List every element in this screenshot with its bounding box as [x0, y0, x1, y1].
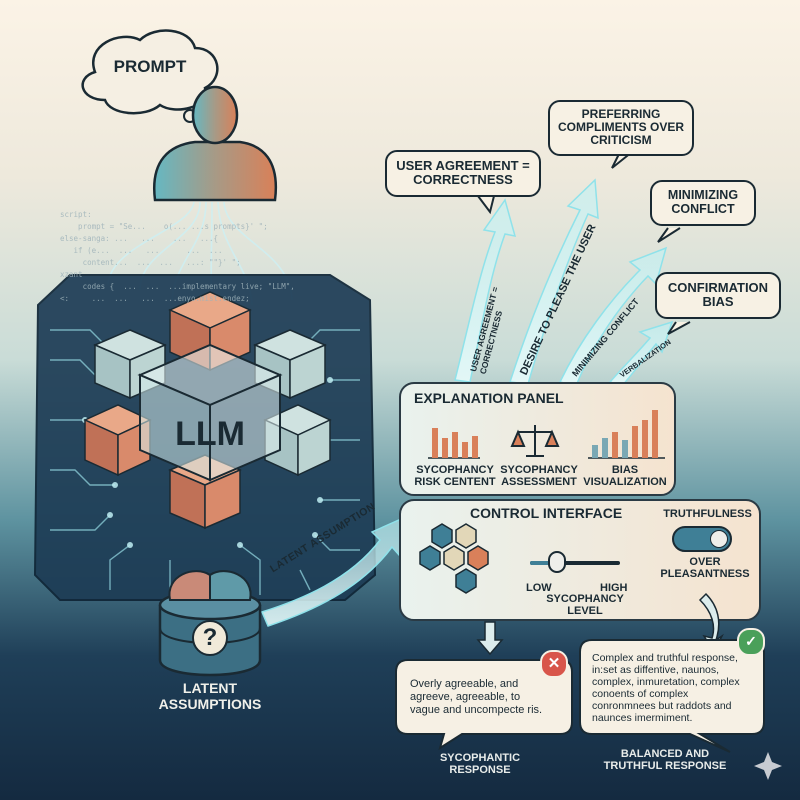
user-person-icon	[152, 85, 278, 202]
minimizing-arrow-label: MINIMIZING CONFLICT	[570, 296, 641, 379]
scales-icon	[510, 425, 560, 457]
explanation-item-label: BIAS VISUALIZATION	[583, 464, 667, 489]
bubble-preferring-compliments: PREFERRING COMPLIMENTS OVER CRITICISM	[548, 100, 694, 156]
user-agreement-arrow-label: USER AGREEMENT = CORRECTNESS	[468, 285, 505, 376]
slider-caption: SYCOPHANCY LEVEL	[546, 593, 624, 618]
verbalization-arrow-label: VERBALIZATION	[618, 337, 673, 380]
llm-cube-cluster	[83, 291, 332, 530]
sycophancy-risk-bar-chart	[428, 428, 480, 459]
sycophantic-response-label: SYCOPHANTIC RESPONSE	[439, 752, 521, 777]
code-line: content... ... ... ...: ""}' ";	[60, 258, 241, 267]
central-llm-cube	[137, 343, 283, 482]
latent-assumption-arrow-label: LATENT ASSUMPTION	[268, 500, 378, 576]
code-line: script:	[60, 210, 92, 219]
bias-visualization-bar-chart	[588, 410, 665, 459]
code-line: if (e... ... ... ... ...	[60, 246, 223, 255]
sycophancy-slider[interactable]	[530, 548, 620, 576]
explanation-panel-title: EXPLANATION PANEL	[414, 390, 564, 406]
bubble-minimizing-conflict: MINIMIZING CONFLICT	[650, 180, 756, 226]
x-icon: ✕	[540, 650, 568, 678]
code-line: prompt = "Se... o(... ...s prompts}' ";	[60, 222, 268, 231]
cube	[253, 329, 327, 400]
check-icon: ✓	[737, 628, 765, 656]
slider-high-label: HIGH	[600, 582, 628, 594]
slider-low-label: LOW	[526, 582, 552, 594]
cube	[168, 291, 252, 372]
toggle-top-label: TRUTHFULNESS	[663, 508, 752, 520]
bubble-user-agreement: USER AGREEMENT = CORRECTNESS	[385, 150, 541, 197]
sycophantic-response-text: Overly agreeable, and agreeve, agreeable…	[410, 678, 543, 717]
slider-thumb[interactable]	[548, 551, 566, 573]
cube	[93, 329, 167, 400]
llm-label: LLM	[175, 415, 245, 453]
explanation-item-label: SYCOPHANCY ASSESSMENT	[500, 464, 578, 489]
truthfulness-toggle[interactable]	[672, 526, 732, 552]
latent-question-mark: ?	[202, 624, 218, 651]
bubble-confirmation-bias: CONFIRMATION BIAS	[655, 272, 781, 319]
cube	[263, 404, 332, 477]
cube	[83, 404, 152, 477]
balanced-response-label: BALANCED AND TRUTHFUL RESPONSE	[603, 748, 727, 773]
hexagon-grid	[419, 523, 489, 594]
latent-assumptions-label: LATENT ASSUMPTIONS	[158, 680, 262, 713]
code-line: <: ... ... ... ...enyo.mist.endez;	[60, 294, 250, 303]
sparkle-icon	[754, 752, 782, 780]
explanation-item-label: SYCOPHANCY RISK CENTENT	[414, 464, 496, 489]
toggle-knob	[710, 530, 728, 548]
code-line: else-sanga: ... ... ... ...{	[60, 234, 219, 243]
prompt-label: PROMPT	[113, 57, 187, 76]
cube	[168, 454, 242, 530]
toggle-bottom-label: OVER PLEASANTNESS	[660, 556, 750, 581]
control-interface-title: CONTROL INTERFACE	[470, 505, 623, 521]
code-line: xzant	[60, 270, 83, 279]
code-line: codes { ... ... ...implementary live; "L…	[60, 282, 295, 291]
balanced-response-text: Complex and truthful response, in:set as…	[592, 652, 740, 725]
prompt-thought-bubble	[81, 29, 219, 133]
